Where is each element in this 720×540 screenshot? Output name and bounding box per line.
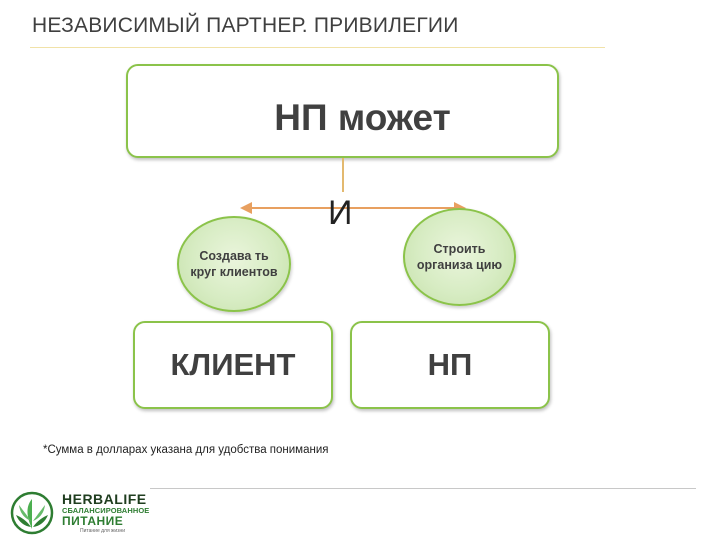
and-label: И: [328, 194, 353, 232]
footer-divider: [150, 488, 696, 489]
logo-line2: ПИТАНИЕ: [62, 514, 124, 528]
leaf-icon: [10, 491, 54, 535]
page-title: НЕЗАВИСИМЫЙ ПАРТНЕР. ПРИВИЛЕГИИ: [32, 14, 459, 37]
circle-build-organization: Строить организа цию: [403, 208, 516, 306]
title-divider: [30, 47, 605, 48]
footnote: *Сумма в долларах указана для удобства п…: [43, 444, 329, 456]
client-box: КЛИЕНТ: [133, 321, 333, 409]
circle-build-client-base: Создава ть круг клиентов: [177, 216, 291, 312]
herbalife-logo: HERBALIFE СБАЛАНСИРОВАННОЕ ПИТАНИЕ Питан…: [10, 491, 170, 535]
logo-line1: СБАЛАНСИРОВАННОЕ: [62, 506, 150, 515]
logo-tagline: Питание для жизни: [80, 528, 126, 534]
vertical-connector: [342, 158, 344, 192]
circle-left-text: Создава ть круг клиентов: [190, 249, 278, 279]
top-box-np-can: НП может: [126, 64, 559, 158]
np-box: НП: [350, 321, 550, 409]
logo-brand: HERBALIFE: [62, 491, 147, 507]
circle-right-text: Строить организа цию: [416, 242, 503, 272]
